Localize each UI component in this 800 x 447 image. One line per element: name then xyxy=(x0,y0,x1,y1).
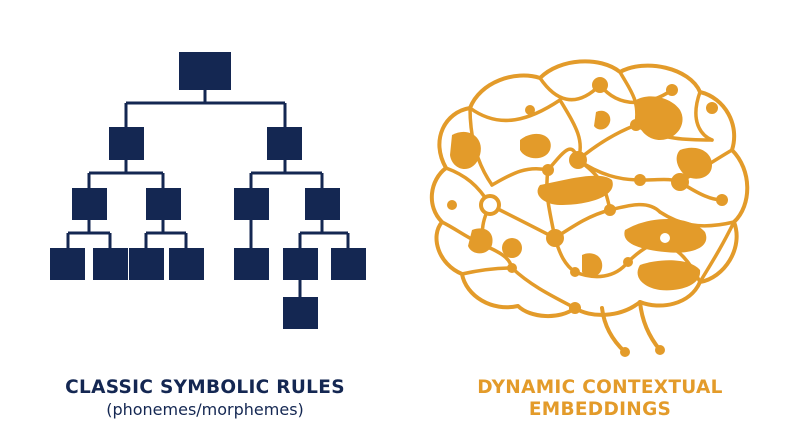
neural-node xyxy=(623,257,633,267)
right-title-line1: DYNAMIC CONTEXTUAL xyxy=(477,377,723,398)
neural-node xyxy=(570,267,580,277)
tree-node xyxy=(109,127,144,160)
neural-brain-icon xyxy=(429,59,750,357)
neural-node xyxy=(447,200,457,210)
neural-node xyxy=(634,174,646,186)
neural-node xyxy=(525,105,535,115)
neural-node xyxy=(507,263,517,273)
tree-node xyxy=(179,52,231,90)
tree-node xyxy=(305,188,340,220)
tree-node xyxy=(267,127,302,160)
neural-node xyxy=(671,173,689,191)
neural-node-inner xyxy=(660,233,670,243)
neural-node xyxy=(592,77,608,93)
tree-node xyxy=(283,248,318,280)
tree-nodes xyxy=(50,52,366,329)
neural-node-hollow xyxy=(479,194,501,216)
neural-node xyxy=(706,102,718,114)
tree-node xyxy=(50,248,85,280)
tree-node xyxy=(93,248,128,280)
neural-node xyxy=(569,302,581,314)
tree-node xyxy=(283,297,318,329)
neural-node xyxy=(620,347,630,357)
tree-node xyxy=(146,188,181,220)
neural-node xyxy=(666,84,678,96)
neural-node xyxy=(604,204,616,216)
neural-node xyxy=(655,345,665,355)
tree-connectors xyxy=(66,90,350,297)
neural-node xyxy=(716,194,728,206)
left-subtitle: (phonemes/morphemes) xyxy=(106,400,304,419)
tree-node xyxy=(234,188,269,220)
neural-blobs xyxy=(450,96,712,291)
left-caption: CLASSIC SYMBOLIC RULES (phonemes/morphem… xyxy=(0,377,410,421)
neural-node xyxy=(502,238,522,258)
neural-nodes xyxy=(447,77,728,357)
tree-node xyxy=(234,248,269,280)
tree-node xyxy=(72,188,107,220)
right-title-line2: EMBEDDINGS xyxy=(528,399,672,420)
neural-node xyxy=(630,119,642,131)
neural-node xyxy=(542,164,554,176)
neural-node xyxy=(569,151,587,169)
neural-node xyxy=(546,229,564,247)
tree-node xyxy=(169,248,204,280)
tree-node xyxy=(129,248,164,280)
left-title: CLASSIC SYMBOLIC RULES xyxy=(65,377,345,398)
right-caption: DYNAMIC CONTEXTUAL EMBEDDINGS xyxy=(400,377,800,421)
tree-node xyxy=(331,248,366,280)
tree-hierarchy-icon xyxy=(50,52,366,329)
